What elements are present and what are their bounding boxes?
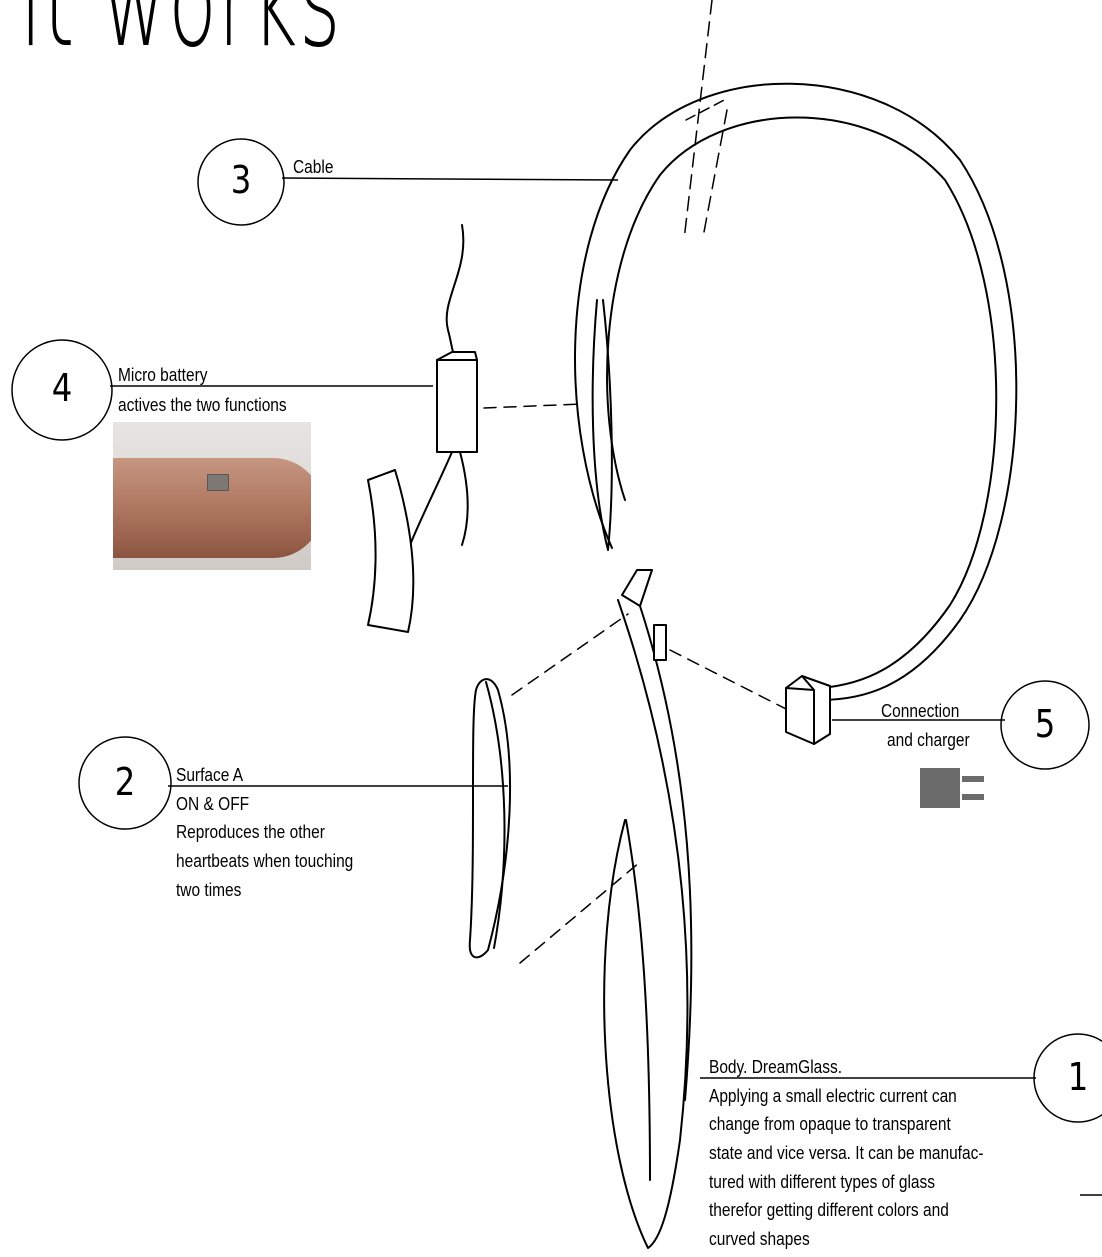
label-body-line-6: curved shapes <box>709 1227 810 1251</box>
battery-wire-top <box>447 225 464 352</box>
surface-link-top <box>512 614 628 695</box>
label-surface-line-4: two times <box>176 878 241 902</box>
surface-link-bottom <box>520 862 640 963</box>
finger-image <box>113 458 311 558</box>
label-body-line-1: Applying a small electric current can <box>709 1084 957 1108</box>
body-edge <box>626 820 650 1180</box>
number-5: 5 <box>1020 702 1071 746</box>
label-surface-title: Surface A <box>176 763 243 787</box>
label-body-line-5: therefor getting different colors and <box>709 1198 949 1222</box>
body-switch <box>654 625 666 660</box>
body-outer <box>604 600 687 1248</box>
cut-line-2 <box>704 110 727 232</box>
label-surface-line-1: ON & OFF <box>176 792 249 816</box>
battery-box <box>437 360 477 452</box>
number-1: 1 <box>1053 1055 1102 1099</box>
battery-photo <box>113 422 311 570</box>
label-connection-2: and charger <box>887 728 970 752</box>
label-body-line-3: state and vice versa. It can be manufac- <box>709 1141 983 1165</box>
label-body-title: Body. DreamGlass. <box>709 1055 842 1079</box>
strip-piece <box>368 470 413 632</box>
label-body-line-2: change from opaque to transparent <box>709 1112 951 1136</box>
number-2: 2 <box>100 760 151 804</box>
connector-box <box>786 676 830 744</box>
label-battery-desc: actives the two functions <box>118 393 287 417</box>
cut-line-3 <box>686 98 728 120</box>
battery-wire-bottom-1 <box>410 452 452 545</box>
body-top-cap <box>622 570 652 606</box>
plug-prong-top <box>962 776 984 782</box>
plug-icon <box>920 768 960 808</box>
plug-prong-bottom <box>962 794 984 800</box>
micro-battery-chip <box>207 474 229 491</box>
label-cable: Cable <box>293 155 333 179</box>
battery-wire-bottom-2 <box>460 452 468 545</box>
cut-line-1 <box>684 0 712 240</box>
number-3: 3 <box>216 158 267 202</box>
cable-inner <box>607 118 996 689</box>
connector-link <box>670 650 788 710</box>
label-connection-1: Connection <box>881 699 959 723</box>
label-body-line-4: tured with different types of glass <box>709 1170 935 1194</box>
label-battery-title: Micro battery <box>118 363 207 387</box>
number-4: 4 <box>37 366 88 410</box>
battery-link <box>484 404 582 408</box>
label-surface-line-3: heartbeats when touching <box>176 849 353 873</box>
label-surface-line-2: Reproduces the other <box>176 820 325 844</box>
